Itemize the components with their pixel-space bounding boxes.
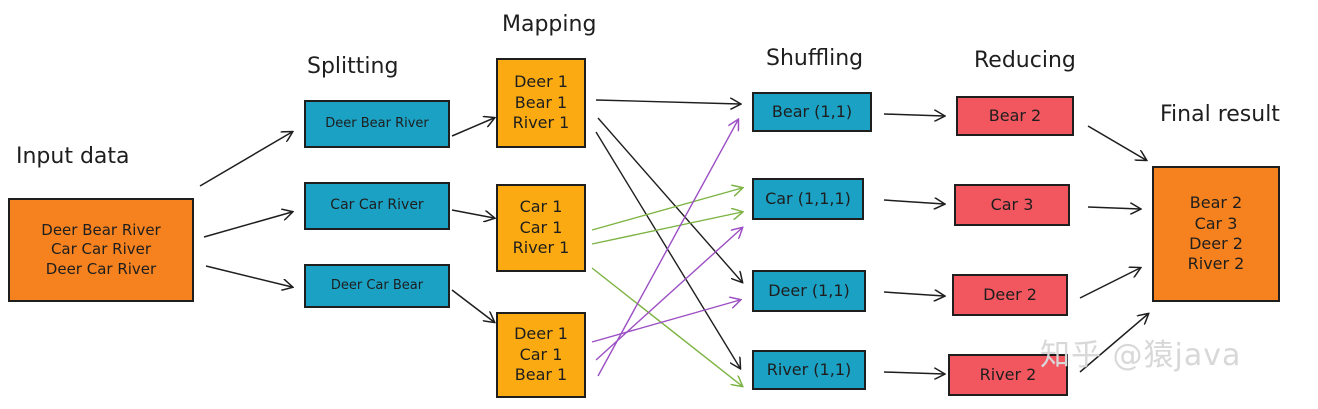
arrow-map2-to-car-a <box>591 188 742 231</box>
map-pair: Deer 1 <box>514 72 568 92</box>
map-pair: Car 1 <box>519 217 563 237</box>
arrow-reduce-to-final-4 <box>1079 314 1148 373</box>
header-shuffling: Shuffling <box>766 46 864 71</box>
map-box: Deer 1 Car 1 Bear 1 <box>496 312 586 398</box>
split-box: Car Car River <box>304 182 450 230</box>
input-line: Deer Bear River <box>41 221 161 240</box>
reduce-label: River 2 <box>979 364 1037 384</box>
arrow-map1-to-bear <box>595 100 740 104</box>
arrow-input-to-split-2 <box>203 212 292 238</box>
shuffle-label: Car (1,1,1) <box>765 188 851 208</box>
split-label: Deer Car Bear <box>330 277 424 293</box>
reduce-box: Bear 2 <box>956 96 1074 136</box>
arrow-map3-to-deer <box>591 300 740 343</box>
map-box: Car 1 Car 1 River 1 <box>496 184 586 272</box>
arrow-map1-to-deer <box>597 117 742 282</box>
reduce-box: Deer 2 <box>952 274 1068 316</box>
arrow-map2-to-car-b <box>591 212 742 245</box>
header-final-result: Final result <box>1160 102 1280 127</box>
split-label: Car Car River <box>330 197 424 214</box>
map-pair: River 1 <box>512 238 570 258</box>
arrow-split-to-map-3 <box>451 289 494 322</box>
arrow-shuffle-to-reduce-2 <box>883 200 944 204</box>
map-pair: River 1 <box>512 113 570 133</box>
map-pair: Bear 1 <box>514 92 568 112</box>
final-line: Deer 2 <box>1189 234 1243 253</box>
shuffle-box: Car (1,1,1) <box>752 178 864 220</box>
map-pair: Car 1 <box>519 197 563 217</box>
arrow-shuffle-to-reduce-1 <box>883 114 944 116</box>
arrow-reduce-to-final-3 <box>1079 268 1140 299</box>
header-input-data: Input data <box>16 144 130 169</box>
final-line: Bear 2 <box>1189 193 1243 213</box>
map-pair: Car 1 <box>519 344 563 364</box>
arrow-input-to-split-1 <box>199 132 292 187</box>
arrow-shuffle-to-reduce-3 <box>883 292 944 296</box>
map-box: Deer 1 Bear 1 River 1 <box>496 58 586 148</box>
header-splitting: Splitting <box>307 54 399 79</box>
final-line: Car 3 <box>1194 213 1238 233</box>
input-data-box: Deer Bear River Car Car River Deer Car R… <box>8 198 194 302</box>
split-label: Deer Bear River <box>325 115 429 131</box>
arrow-shuffle-to-reduce-4 <box>883 372 944 374</box>
shuffle-label: River (1,1) <box>766 359 852 379</box>
split-box: Deer Bear River <box>304 100 450 148</box>
shuffle-box: Bear (1,1) <box>752 92 872 132</box>
header-mapping: Mapping <box>502 12 597 37</box>
input-line: Deer Car River <box>45 259 157 278</box>
arrow-map2-to-river <box>591 267 742 386</box>
reduce-label: Car 3 <box>990 194 1034 214</box>
map-pair: Bear 1 <box>514 365 568 385</box>
shuffle-label: Deer (1,1) <box>768 280 850 300</box>
final-result-box: Bear 2 Car 3 Deer 2 River 2 <box>1152 166 1280 302</box>
map-pair: Deer 1 <box>514 324 568 344</box>
reduce-label: Bear 2 <box>988 105 1042 125</box>
arrow-map3-to-car <box>595 228 742 361</box>
arrow-split-to-map-1 <box>451 118 494 137</box>
arrow-map3-to-bear <box>597 120 738 377</box>
reduce-box: Car 3 <box>954 184 1070 226</box>
arrow-reduce-to-final-2 <box>1087 207 1140 209</box>
shuffle-label: Bear (1,1) <box>771 101 853 121</box>
shuffle-box: Deer (1,1) <box>752 270 866 312</box>
arrow-input-to-split-3 <box>205 265 292 287</box>
reduce-label: Deer 2 <box>983 284 1037 304</box>
input-line: Car Car River <box>50 240 152 259</box>
arrow-map1-to-river <box>595 131 740 368</box>
reduce-box: River 2 <box>948 354 1068 396</box>
split-box: Deer Car Bear <box>304 264 450 308</box>
shuffle-box: River (1,1) <box>752 350 866 390</box>
header-reducing: Reducing <box>974 48 1076 73</box>
watermark: 知乎 @猿java <box>1040 338 1242 373</box>
arrow-split-to-map-2 <box>451 209 494 218</box>
final-line: River 2 <box>1187 254 1245 274</box>
arrow-reduce-to-final-1 <box>1087 125 1146 160</box>
